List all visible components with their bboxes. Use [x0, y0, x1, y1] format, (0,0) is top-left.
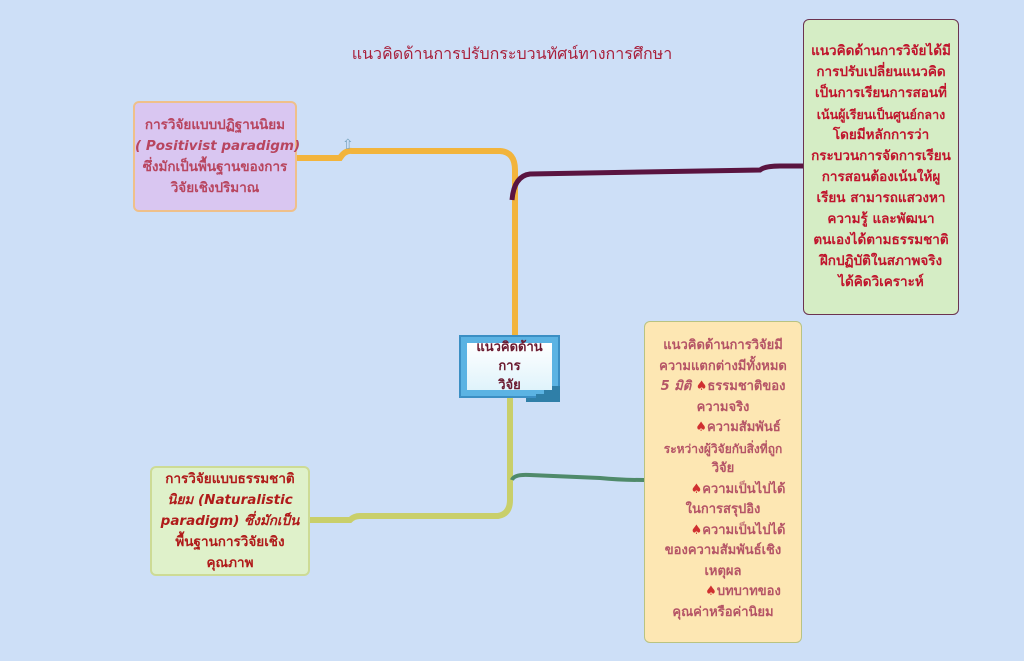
map-title: แนวคิดด้านการปรับกระบวนทัศน์ทางการศึกษา [351, 44, 673, 63]
text-line: ความเป็นไปได้ [702, 481, 786, 497]
stairs-icon [526, 386, 560, 402]
topic-positivist[interactable]: การวิจัยแบบปฏิฐานนิยม ( Positivist parad… [133, 101, 301, 212]
up-arrow-icon: ⇧ [342, 137, 354, 153]
branch-positivist [297, 147, 518, 335]
text-line: ความจริง [696, 399, 750, 415]
text-line: การวิจัยแบบธรรมชาติ [165, 470, 295, 487]
mushroom-icon: ♠ [690, 481, 703, 497]
text-line: ของความสัมพันธ์เชิง [664, 543, 782, 558]
text-line: คุณค่าหรือค่านิยม [672, 604, 774, 620]
text-line: 5 มิติ ♠ธรรมชาติของ [645, 377, 801, 398]
branch-learner-centered [509, 163, 803, 201]
mushroom-icon: ♠ [695, 379, 708, 394]
text-line: เน้นผู้เรียนเป็นศูนย์กลาง [816, 107, 946, 122]
text-line: ธรรมชาติของ [707, 379, 786, 394]
mushroom-icon: ♠ [690, 522, 703, 538]
text-line: ตนเองได้ตามธรรมชาติ [813, 232, 949, 248]
text-line: นิยม (Naturalistic [167, 491, 293, 508]
text-line: วิจัยเชิงปริมาณ [170, 179, 260, 196]
text-line: แนวคิดด้านการวิจัยได้มี [811, 43, 951, 59]
topic-naturalistic[interactable]: การวิจัยแบบธรรมชาติ นิยม (Naturalistic p… [150, 466, 310, 576]
text-line: ♠ความเป็นไปได้ [645, 521, 801, 542]
text-line: การวิจัยแบบปฏิฐานนิยม [144, 116, 286, 133]
text-line: ความเป็นไปได้ [702, 522, 786, 538]
text-line: ความสัมพันธ์ [706, 420, 781, 435]
text-line: ได้คิดวิเคราะห์ [838, 274, 924, 290]
text-line: ซึ่งมักเป็นพื้นฐานของการ [142, 158, 288, 175]
text-line: เหตุผล [704, 563, 742, 579]
text-line: paradigm) ซึ่งมักเป็น [160, 512, 300, 529]
text-line: กระบวนการจัดการเรียน [811, 148, 951, 164]
text-line: บทบาทของ [716, 584, 781, 599]
branch-naturalistic [310, 398, 513, 523]
text-line: ความรู้ และพัฒนา [827, 211, 935, 227]
text-line: ♠บทบาทของ [645, 582, 801, 603]
text-line: วิจัย [711, 461, 735, 476]
text-line: คุณภาพ [206, 554, 254, 571]
text-line: ( Positivist paradigm) [135, 137, 301, 154]
text-line: ในการสรุปอิง [685, 502, 761, 517]
topic-learner-centered[interactable]: แนวคิดด้านการวิจัยได้มี การปรับเปลี่ยนแน… [803, 19, 959, 315]
text-line: โดยมีหลักการว่า [832, 127, 930, 143]
text-line: ฝึกปฏิบัติในสภาพจริง [819, 253, 943, 269]
mushroom-icon: ♠ [695, 420, 707, 435]
branch-dimensions [510, 472, 645, 482]
topic-dimensions[interactable]: แนวคิดด้านการวิจัยมี ความแตกต่างมีทั้งหม… [644, 321, 802, 643]
text-line: วิจัย [498, 378, 521, 393]
text-line: การสอนต้องเน้นให้ผู [821, 169, 941, 185]
text-line: ระหว่างผู้วิจัยกับสิ่งที่ถูก [663, 441, 783, 456]
text-line: การปรับเปลี่ยนแนวคิด [816, 64, 946, 80]
central-topic[interactable]: แนวคิดด้านการ วิจัย [459, 335, 560, 402]
text-line: 5 มิติ [660, 379, 692, 394]
text-line: เป็นการเรียนการสอนที่ [815, 85, 947, 101]
text-line: พื้นฐานการวิจัยเชิง [175, 533, 285, 550]
mushroom-icon: ♠ [705, 584, 717, 599]
text-line: ♠ความเป็นไปได้ [645, 480, 801, 501]
text-line: แนวคิดด้านการวิจัยมี [663, 338, 783, 353]
text-line: ♠ความสัมพันธ์ [645, 418, 801, 439]
text-line: ความแตกต่างมีทั้งหมด [659, 358, 787, 374]
text-line: เรียน สามารถแสวงหา [816, 190, 946, 206]
text-line: แนวคิดด้านการ [476, 340, 543, 374]
